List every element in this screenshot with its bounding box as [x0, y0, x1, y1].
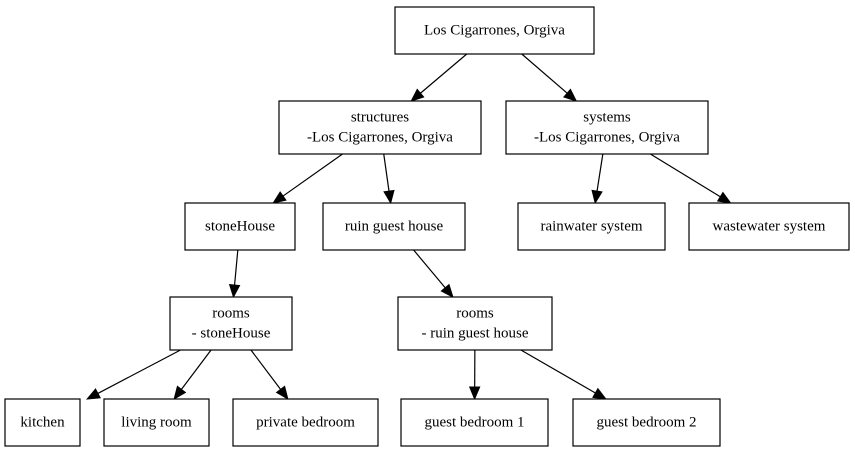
edge-root-to-systems	[521, 53, 578, 102]
node-rainwater-system: rainwater system	[517, 202, 666, 251]
edge-ruin-guest-house-to-rooms-ruin-guest-house	[413, 249, 454, 298]
edge-systems-to-rainwater-system	[591, 153, 604, 205]
node-label: systems	[583, 110, 631, 126]
node-box	[517, 202, 666, 251]
edge-line	[97, 349, 181, 394]
node-box	[4, 398, 81, 447]
edge-stonehouse-to-rooms-stonehouse	[228, 249, 241, 299]
node-box	[397, 296, 553, 351]
edge-line	[180, 349, 212, 390]
node-box	[400, 398, 549, 447]
node-wastewater-system: wastewater system	[688, 202, 850, 251]
arrowhead-icon	[383, 189, 395, 205]
node-label: kitchen	[20, 415, 65, 431]
node-label: stoneHouse	[205, 219, 275, 235]
edge-line	[596, 153, 604, 192]
node-living-room: living room	[103, 398, 210, 447]
node-label: private bedroom	[256, 415, 355, 431]
node-box	[505, 100, 709, 155]
edge-line	[420, 53, 468, 94]
node-label: rainwater system	[540, 219, 642, 235]
node-box	[103, 398, 210, 447]
node-label: rooms	[456, 306, 494, 322]
node-box	[278, 100, 482, 155]
node-box	[394, 6, 595, 55]
edge-line	[413, 249, 446, 289]
node-rooms-ruin-guest-house: rooms - ruin guest house	[397, 296, 553, 351]
arrowhead-icon	[272, 191, 287, 204]
node-guest-bedroom-1: guest bedroom 1	[400, 398, 549, 447]
node-rooms-stonehouse: rooms - stoneHouse	[169, 296, 293, 351]
node-label: rooms	[212, 306, 250, 322]
node-box	[688, 202, 850, 251]
node-box	[572, 398, 721, 447]
node-box	[322, 202, 466, 251]
node-box	[184, 202, 296, 251]
edge-systems-to-wastewater-system	[650, 153, 732, 204]
edge-structures-to-ruin-guest-house	[383, 153, 395, 205]
edge-line	[250, 349, 282, 390]
node-structures: structures -Los Cigarrones, Orgiva	[278, 100, 482, 155]
arrowhead-icon	[173, 385, 187, 401]
node-label: living room	[121, 415, 192, 431]
edge-rooms-stonehouse-to-private-bedroom	[250, 349, 289, 401]
arrowhead-icon	[410, 88, 425, 102]
edge-line	[520, 349, 596, 394]
arrowhead-icon	[716, 191, 732, 204]
arrowhead-icon	[563, 88, 578, 102]
node-label: ruin guest house	[345, 219, 444, 235]
node-label: -Los Cigarrones, Orgiva	[534, 130, 680, 146]
edge-rooms-ruin-guest-house-to-guest-bedroom-1	[468, 349, 481, 401]
arrowhead-icon	[440, 283, 454, 298]
node-stonehouse: stoneHouse	[184, 202, 296, 251]
edge-structures-to-stonehouse	[272, 153, 343, 204]
arrowhead-icon	[275, 385, 289, 401]
node-label: guest bedroom 2	[597, 415, 697, 431]
edge-line	[282, 153, 343, 197]
node-label: - stoneHouse	[192, 326, 271, 342]
node-kitchen: kitchen	[4, 398, 81, 447]
node-label: guest bedroom 1	[425, 415, 525, 431]
node-box	[169, 296, 293, 351]
node-label: - ruin guest house	[421, 326, 528, 342]
arrowhead-icon	[468, 386, 481, 401]
node-label: wastewater system	[713, 219, 826, 235]
node-label: structures	[351, 110, 409, 126]
edge-rooms-ruin-guest-house-to-guest-bedroom-2	[520, 349, 607, 400]
edges-layer	[86, 53, 732, 401]
edge-line	[521, 53, 568, 94]
arrowhead-icon	[592, 387, 607, 400]
edge-rooms-stonehouse-to-living-room	[173, 349, 212, 401]
node-box	[232, 398, 379, 447]
nodes-layer: Los Cigarrones, Orgiva structures -Los Cig…	[4, 6, 850, 447]
node-guest-bedroom-2: guest bedroom 2	[572, 398, 721, 447]
edge-line	[383, 153, 390, 192]
edge-root-to-structures	[410, 53, 468, 102]
node-systems: systems -Los Cigarrones, Orgiva	[505, 100, 709, 155]
node-label: -Los Cigarrones, Orgiva	[307, 130, 453, 146]
node-ruin-guest-house: ruin guest house	[322, 202, 466, 251]
arrowhead-icon	[228, 284, 241, 299]
edge-line	[233, 249, 239, 286]
edge-rooms-stonehouse-to-kitchen	[86, 349, 181, 400]
arrowhead-icon	[86, 388, 101, 400]
node-private-bedroom: private bedroom	[232, 398, 379, 447]
edge-line	[650, 153, 721, 198]
arrowhead-icon	[591, 189, 603, 205]
node-root: Los Cigarrones, Orgiva	[394, 6, 595, 55]
node-label: Los Cigarrones, Orgiva	[424, 23, 565, 39]
